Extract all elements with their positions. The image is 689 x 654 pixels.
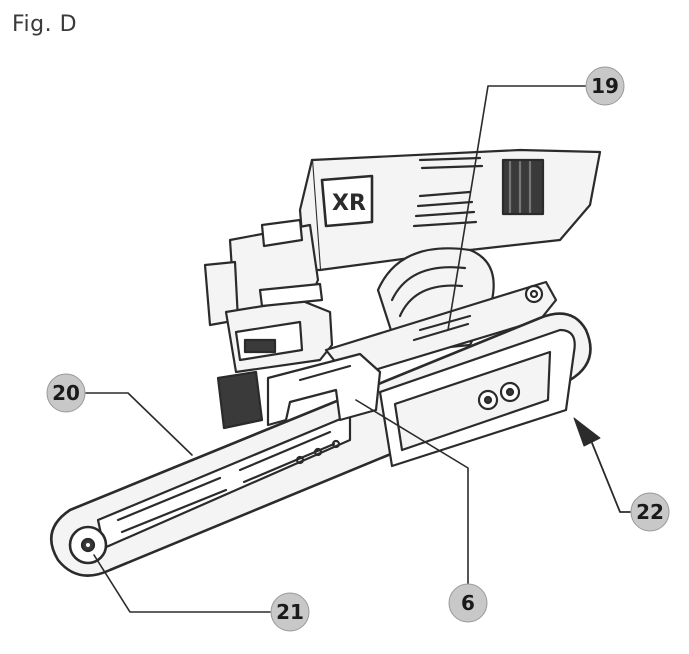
belt-arm xyxy=(50,312,592,577)
callout-19-label: 19 xyxy=(591,74,619,98)
xr-badge xyxy=(320,174,374,228)
callout-21-label: 21 xyxy=(276,600,304,624)
callout-20-label: 20 xyxy=(52,381,80,405)
callout-6: 6 xyxy=(448,583,488,623)
callout-19: 19 xyxy=(585,66,625,106)
front-cap xyxy=(216,282,334,430)
callout-21: 21 xyxy=(270,592,310,632)
leader-lines xyxy=(85,85,596,613)
arrow-22 xyxy=(573,417,631,513)
callout-20: 20 xyxy=(46,373,86,413)
callout-6-label: 6 xyxy=(461,591,475,615)
xr-logo-text: XR xyxy=(332,191,366,216)
motor-housing: XR xyxy=(298,148,602,272)
callout-22-label: 22 xyxy=(636,500,664,524)
clamp-bracket xyxy=(266,352,382,427)
callout-22: 22 xyxy=(630,492,670,532)
figure-label: Fig. D xyxy=(12,12,78,37)
